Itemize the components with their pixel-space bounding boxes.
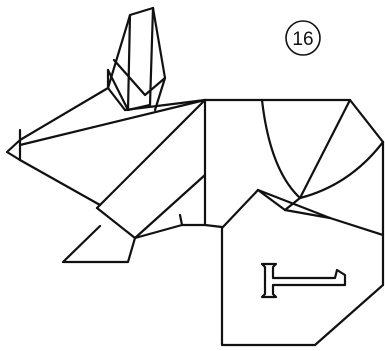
body-rear-arc: [300, 142, 383, 198]
body-top-edge: [205, 100, 383, 142]
head: [7, 88, 205, 205]
fold-symbol: [262, 264, 345, 297]
front-leg-flap: [97, 175, 205, 238]
head-top-edge: [20, 88, 108, 140]
ear-spine-left: [128, 15, 130, 110]
front-leg-diagonal: [97, 100, 205, 208]
head-top-back: [125, 100, 205, 110]
step-number-text: 16: [292, 29, 313, 50]
front-leg-inner: [135, 215, 182, 238]
ear: [108, 8, 165, 110]
head-lower-edge: [20, 160, 100, 205]
front-foot: [63, 226, 135, 262]
body: [182, 100, 383, 235]
snout-tip: [7, 140, 20, 160]
ear-flap-outer: [153, 8, 165, 110]
hind-leg-right-crease: [285, 210, 330, 218]
front-leg: [63, 100, 205, 262]
body-arc: [262, 100, 300, 198]
body-left-vertical: [182, 225, 222, 227]
hind-leg: [222, 190, 383, 345]
ear-inner-fold: [114, 60, 165, 95]
step-number-badge: 16: [286, 21, 320, 55]
